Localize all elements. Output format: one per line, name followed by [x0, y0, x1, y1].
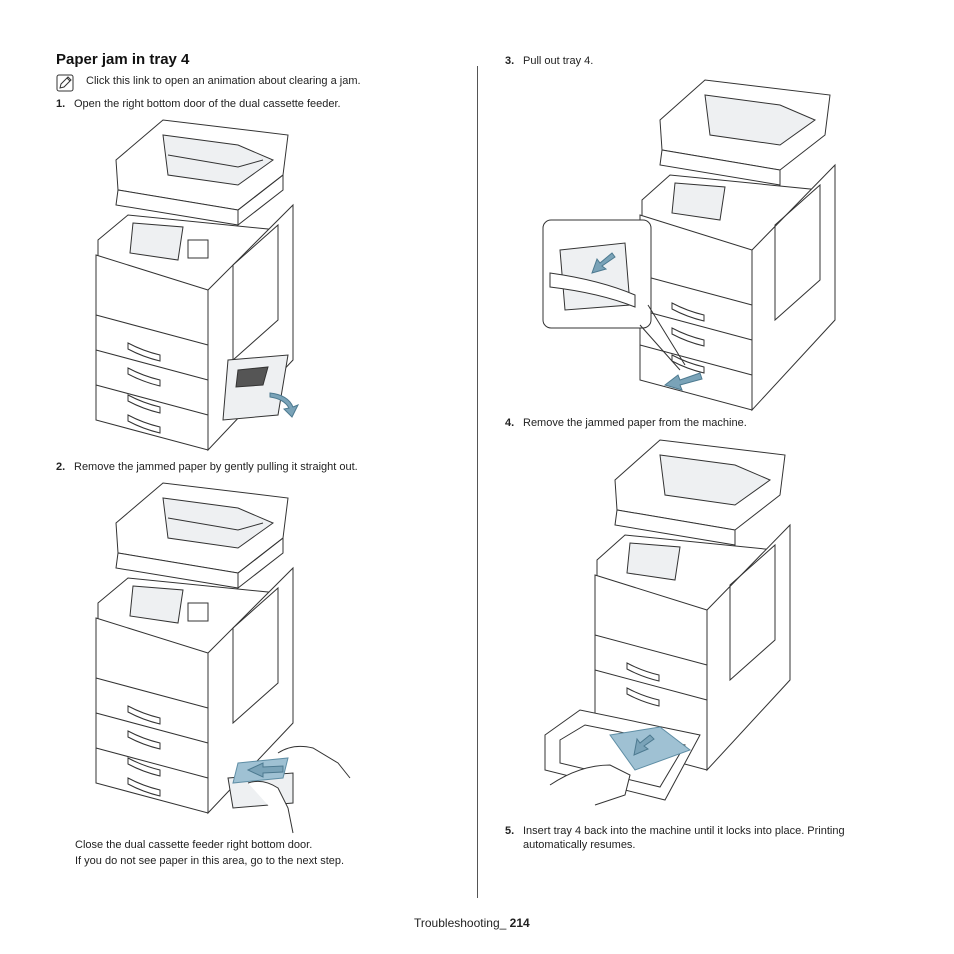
step-2-followup-1: Close the dual cassette feeder right bot…: [75, 839, 313, 851]
animation-link[interactable]: Click this link to open an animation abo…: [86, 75, 361, 87]
illustration-pull-paper: [95, 482, 351, 834]
page-number: 214: [509, 916, 530, 930]
step-text: Remove the jammed paper by gently pullin…: [74, 461, 358, 473]
hand-illustration: [277, 745, 351, 779]
pull-arrow-icon: [246, 762, 284, 778]
printer-illustration: [95, 119, 294, 452]
page-title: Paper jam in tray 4: [56, 51, 190, 68]
pull-out-arrow-icon: [663, 372, 703, 391]
step-text: Remove the jammed paper from the machine…: [523, 417, 747, 429]
step-2: 2. Remove the jammed paper by gently pull…: [56, 460, 358, 474]
step-1: 1. Open the right bottom door of the dual…: [56, 97, 341, 111]
illustration-open-door: [95, 119, 300, 452]
step-3: 3. Pull out tray 4.: [505, 54, 593, 68]
step-number: 2.: [56, 461, 66, 473]
jammed-paper: [609, 726, 692, 771]
step-2-followup-2: If you do not see paper in this area, go…: [75, 855, 345, 867]
note-pencil-icon[interactable]: [56, 74, 74, 92]
column-divider: [477, 66, 478, 898]
footer-section: Troubleshooting_: [414, 916, 507, 930]
open-arrow-icon: [269, 392, 300, 418]
zoom-inset: [542, 219, 686, 371]
step-text: Pull out tray 4.: [523, 55, 594, 67]
step-number: 4.: [505, 417, 515, 429]
step-number: 5.: [505, 825, 515, 837]
step-5: 5. Insert tray 4 back into the machine un…: [505, 824, 865, 852]
illustration-remove-paper: [544, 439, 791, 806]
hand-illustration: [247, 780, 294, 834]
printer-illustration: [639, 79, 836, 412]
step-number: 1.: [56, 98, 66, 110]
step-4: 4. Remove the jammed paper from the machi…: [505, 416, 747, 430]
step-text: Open the right bottom door of the dual c…: [74, 98, 341, 110]
hand-illustration: [549, 764, 631, 806]
remove-arrow-icon: [633, 734, 655, 756]
step-number: 3.: [505, 55, 515, 67]
printer-illustration: [95, 482, 294, 815]
step-text: Insert tray 4 back into the machine unti…: [523, 825, 845, 851]
page-footer: Troubleshooting_ 214: [414, 916, 530, 930]
illustration-pull-tray: [542, 79, 836, 412]
